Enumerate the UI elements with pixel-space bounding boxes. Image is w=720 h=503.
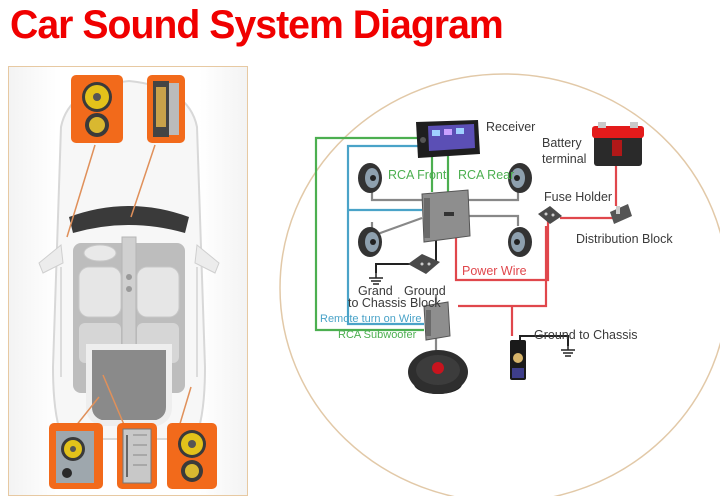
- battery-icon[interactable]: [592, 122, 644, 166]
- page-title: Car Sound System Diagram: [10, 3, 504, 47]
- distribution-block-icon[interactable]: [610, 204, 632, 224]
- rca-rear-label: RCA Rear: [458, 168, 515, 182]
- callout-front-speakers[interactable]: [71, 75, 123, 143]
- receiver-label: Receiver: [486, 120, 536, 134]
- fuse-holder-label: Fuse Holder: [544, 190, 613, 204]
- battery-label-line1: Battery: [542, 136, 582, 150]
- wiring-diagram: Receiver Battery terminal RCA Front RCA …: [272, 66, 720, 503]
- callout-amplifier[interactable]: [117, 423, 157, 489]
- fuse-holder-icon[interactable]: [538, 206, 562, 224]
- ground-block-label-line2: Block: [410, 296, 441, 310]
- ground-symbol-right: [561, 346, 575, 357]
- remote-turn-on-wire-label: Remote turn on Wire: [320, 313, 422, 325]
- rca-subwoofer-label: RCA Subwoofer: [338, 329, 417, 341]
- receiver-icon[interactable]: [416, 120, 480, 158]
- grand-to-chassis-line1: Grand: [358, 284, 393, 298]
- rca-subwoofer-wire: [314, 136, 424, 332]
- callout-receiver[interactable]: [147, 75, 185, 143]
- amplifier-4ch-icon[interactable]: [421, 189, 471, 243]
- ground-wires: [375, 238, 569, 346]
- callout-leaders: [66, 144, 192, 428]
- distribution-block-label: Distribution Block: [576, 232, 673, 246]
- ground-to-chassis-label: Ground to Chassis: [534, 328, 638, 342]
- ground-block-label-line1: Ground: [404, 284, 446, 298]
- speaker-front-right-icon[interactable]: [508, 163, 532, 193]
- car-illustration: [38, 75, 220, 489]
- speaker-rear-right-icon[interactable]: [508, 227, 532, 257]
- callout-subwoofer-box[interactable]: [49, 423, 103, 489]
- rca-front-label: RCA Front: [388, 168, 447, 182]
- ground-symbol-left: [369, 273, 383, 285]
- amplifier-mono-icon[interactable]: [423, 301, 451, 341]
- subwoofer-icon[interactable]: [408, 350, 468, 394]
- power-wire-label: Power Wire: [462, 264, 527, 278]
- remote-turn-on-wire: [346, 144, 424, 326]
- car-top-view-panel: [8, 66, 248, 496]
- capacitor-icon[interactable]: [510, 340, 526, 380]
- speaker-rear-left-icon[interactable]: [358, 227, 382, 257]
- callout-rear-speakers[interactable]: [167, 423, 217, 489]
- speaker-front-left-icon[interactable]: [358, 163, 382, 193]
- grand-to-chassis-line2: to Chassis: [348, 296, 407, 310]
- power-wires: [454, 166, 618, 336]
- battery-label-line2: terminal: [542, 152, 587, 166]
- car-body: [38, 79, 220, 440]
- ground-block-icon[interactable]: [408, 254, 440, 274]
- wiring-diagram-svg: [279, 73, 720, 503]
